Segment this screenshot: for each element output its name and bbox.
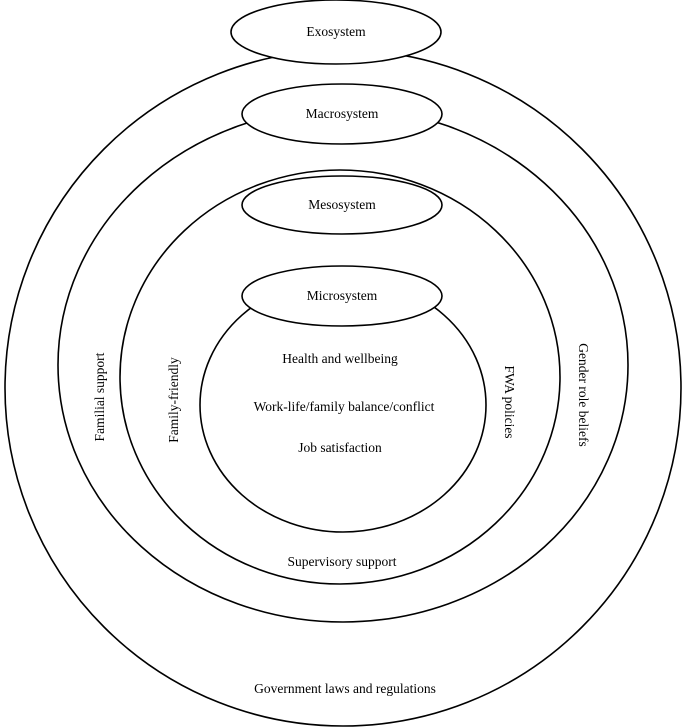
macrosystem-title: Macrosystem <box>306 106 379 121</box>
exosystem-title: Exosystem <box>306 24 366 39</box>
mesosystem-title: Mesosystem <box>308 197 376 212</box>
exosystem-left-label: Familial support <box>92 352 107 441</box>
macrosystem-right-label: FWA policies <box>502 365 517 438</box>
macrosystem-bottom-label: Supervisory support <box>287 554 396 569</box>
microsystem-title-ellipse <box>241 265 443 327</box>
exosystem-right-label: Gender role beliefs <box>576 343 591 446</box>
macrosystem-left-label: Family-friendly <box>166 357 181 443</box>
macrosystem-title-ellipse <box>241 83 443 145</box>
exosystem-title-ellipse <box>230 0 442 65</box>
microsystem-item: Job satisfaction <box>298 440 382 455</box>
microsystem-item: Work-life/family balance/conflict <box>254 399 435 414</box>
mesosystem-title-ellipse <box>241 175 443 235</box>
exosystem-bottom-label: Government laws and regulations <box>254 681 436 696</box>
microsystem-item: Health and wellbeing <box>282 351 398 366</box>
microsystem-title: Microsystem <box>307 288 378 303</box>
